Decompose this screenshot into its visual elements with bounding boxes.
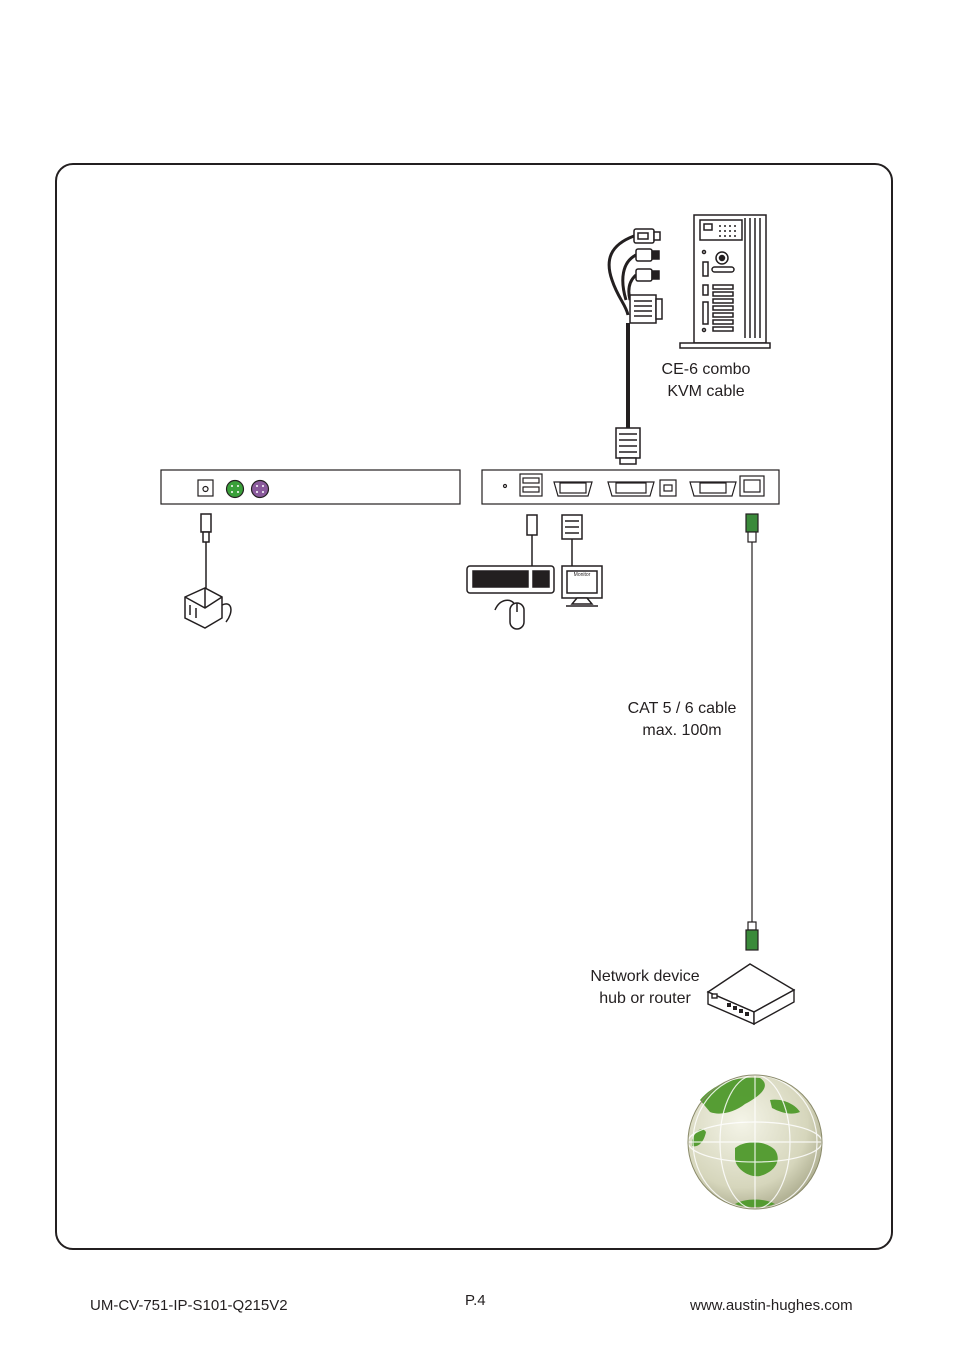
globe-icon bbox=[687, 1074, 823, 1210]
ps2-keyboard-port-icon bbox=[225, 479, 245, 499]
monitor-label: Monitor bbox=[574, 572, 591, 578]
page-number: P.4 bbox=[465, 1292, 486, 1309]
monitor-icon: Monitor bbox=[561, 514, 603, 607]
kvm-cable-label-line2: KVM cable bbox=[667, 383, 745, 400]
network-device-label-line1: Network device bbox=[590, 968, 700, 985]
network-device-label-line2: hub or router bbox=[599, 990, 691, 1007]
cat-cable-label: CAT 5 / 6 cable max. 100m bbox=[620, 698, 744, 742]
diagram-frame bbox=[55, 163, 893, 1250]
mouse-icon bbox=[494, 599, 525, 630]
kvm-cable-label-line1: CE-6 combo bbox=[661, 361, 751, 378]
remote-unit-panel bbox=[160, 469, 461, 505]
keyboard-icon bbox=[466, 514, 555, 594]
computer-tower-icon bbox=[679, 214, 771, 349]
cat-cable-label-line2: max. 100m bbox=[642, 722, 722, 739]
website-link[interactable]: www.austin-hughes.com bbox=[690, 1297, 853, 1314]
ps2-mouse-port-icon bbox=[250, 479, 270, 499]
kvm-cable-label: CE-6 combo KVM cable bbox=[648, 359, 764, 403]
document-id: UM-CV-751-IP-S101-Q215V2 bbox=[90, 1297, 288, 1314]
kvm-cable-icon bbox=[607, 228, 663, 465]
local-unit-panel bbox=[481, 469, 780, 505]
network-router-icon bbox=[706, 963, 796, 1026]
cat-cable-icon bbox=[745, 513, 759, 951]
network-device-label: Network device hub or router bbox=[585, 966, 705, 1010]
cat-cable-label-line1: CAT 5 / 6 cable bbox=[627, 700, 737, 717]
power-adapter-icon bbox=[184, 513, 232, 629]
